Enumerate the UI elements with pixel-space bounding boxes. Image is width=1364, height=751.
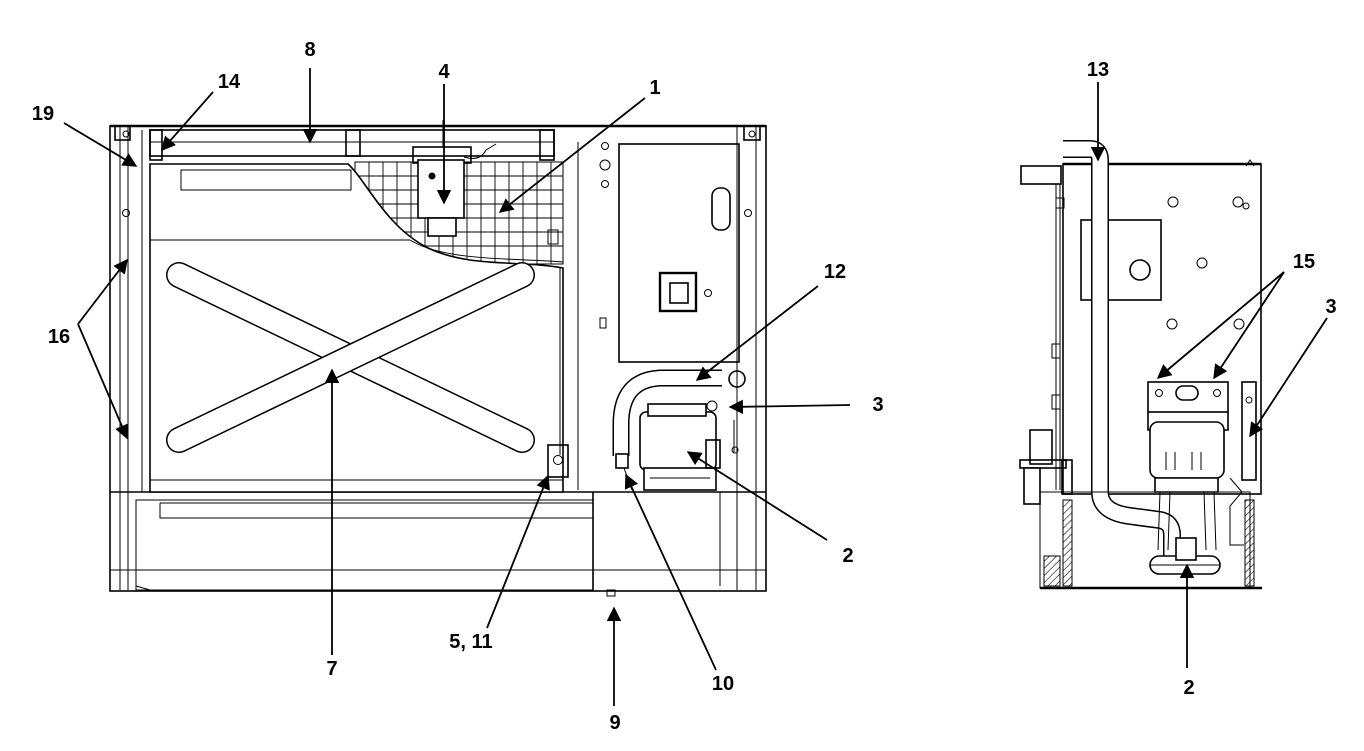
- side-leaders: [1090, 82, 1328, 668]
- base-drawer: [135, 492, 721, 597]
- side-fittings: [1019, 197, 1073, 505]
- callout-19: 19: [32, 103, 54, 125]
- front-callouts: 8 4 1 14 19 16 7 5, 11 9 10 12 3 2: [32, 39, 884, 734]
- side-reservoir: [1039, 491, 1262, 590]
- callout-4: 4: [438, 61, 450, 83]
- callout-2: 2: [842, 545, 853, 567]
- callout-10: 10: [712, 673, 734, 695]
- side-cabinet: [1020, 159, 1262, 495]
- pump-and-hose: [612, 369, 746, 491]
- callout-3-side: 3: [1325, 296, 1336, 318]
- front-view: 8 4 1 14 19 16 7 5, 11 9 10 12 3 2: [32, 39, 884, 734]
- valve-assembly: [412, 120, 497, 237]
- callout-14: 14: [218, 71, 241, 93]
- callout-15: 15: [1293, 251, 1315, 273]
- drain-tube: [1063, 140, 1181, 560]
- callout-3: 3: [872, 394, 883, 416]
- callout-1: 1: [649, 77, 660, 99]
- side-callouts: 13 15 3 2: [1087, 59, 1337, 699]
- callout-9: 9: [609, 712, 620, 734]
- side-pump: [1147, 381, 1257, 575]
- callout-2-side: 2: [1183, 677, 1194, 699]
- top-rail: [149, 129, 555, 161]
- side-view: 13 15 3 2: [1019, 59, 1337, 699]
- front-panel: [149, 163, 569, 493]
- control-box: [577, 142, 740, 490]
- callout-5-11: 5, 11: [449, 631, 492, 653]
- callout-12: 12: [824, 261, 846, 283]
- callout-16: 16: [48, 326, 70, 348]
- callout-7: 7: [326, 658, 337, 680]
- callout-8: 8: [304, 39, 315, 61]
- callout-13: 13: [1087, 59, 1109, 81]
- cabinet-frame: [109, 124, 767, 592]
- front-leaders: [63, 68, 851, 706]
